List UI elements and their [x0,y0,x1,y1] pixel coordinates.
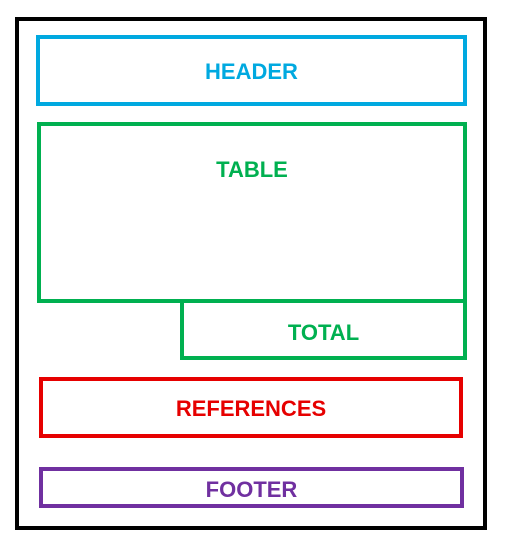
table-section: TABLE [37,122,467,303]
header-label: HEADER [205,59,298,84]
references-label: REFERENCES [175,396,327,421]
total-label: TOTAL [287,320,360,345]
references-section: REFERENCES [39,377,463,438]
footer-section: FOOTER [39,467,464,508]
table-label: TABLE [216,157,288,182]
total-section: TOTAL [180,299,467,360]
header-section: HEADER [36,35,467,106]
footer-label: FOOTER [205,477,298,502]
